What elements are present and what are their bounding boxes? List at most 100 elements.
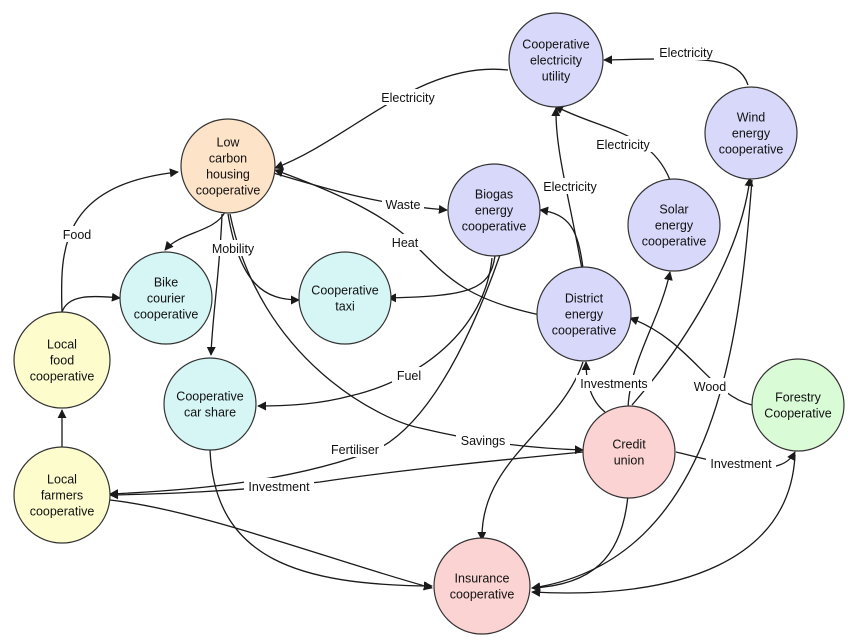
label-investment-farmers: Investment <box>248 480 310 494</box>
label-electricity-solar: Electricity <box>596 138 650 152</box>
label-mobility: Mobility <box>212 242 255 256</box>
edge-electricity-wind-to-utility <box>603 55 749 86</box>
edge-district-to-insurance <box>477 361 584 541</box>
edge-wood-forestry-to-district <box>629 316 753 406</box>
label-food: Food <box>63 228 92 242</box>
node-label-line: Local <box>47 473 77 487</box>
node-label-line: farmers <box>41 489 83 503</box>
edge-forestry-to-insurance <box>531 454 796 597</box>
label-waste: Waste <box>386 198 421 212</box>
node-label-line: food <box>50 354 74 368</box>
node-cooperative-car-share: Cooperative car share <box>163 357 257 451</box>
node-label-line: carbon <box>209 152 247 166</box>
node-label-line: housing <box>206 168 250 182</box>
edge-farmers-to-insurance <box>109 499 433 591</box>
node-low-carbon-housing: Low carbon housing cooperative <box>180 118 276 214</box>
node-label-line: car share <box>184 406 236 420</box>
node-solar-energy: Solar energy cooperative <box>627 178 721 272</box>
edge-carshare-to-insurance <box>209 449 433 591</box>
edge-electricity-district-to-biogas <box>539 206 584 269</box>
nodes: Low carbon housing cooperative Cooperative e… <box>13 12 845 635</box>
edge-electricity-utility-to-housing <box>274 68 509 170</box>
node-insurance: Insurance cooperative <box>433 537 531 635</box>
node-label-line: union <box>614 454 645 468</box>
node-label-line: energy <box>655 219 694 233</box>
node-label-line: Cooperative <box>176 390 243 404</box>
label-electricity-wind: Electricity <box>659 46 713 60</box>
node-cooperative-taxi: Cooperative taxi <box>298 251 392 345</box>
node-label-line: energy <box>732 127 771 141</box>
node-label-line: energy <box>475 204 514 218</box>
edge-localfood-to-bike <box>61 292 121 313</box>
edge-mobility-housing-to-taxi <box>227 213 300 305</box>
node-label-line: Solar <box>659 203 688 217</box>
node-local-food: Local food cooperative <box>13 311 111 409</box>
node-label-line: Cooperative <box>764 407 831 421</box>
node-label-line: cooperative <box>642 235 707 249</box>
label-wood: Wood <box>694 380 726 394</box>
node-local-farmers: Local farmers cooperative <box>13 446 111 544</box>
node-label-line: energy <box>565 308 604 322</box>
node-label-line: cooperative <box>552 324 617 338</box>
node-label-line: Cooperative <box>311 284 378 298</box>
node-label-line: courier <box>147 292 185 306</box>
node-label-line: Wind <box>737 111 766 125</box>
node-label-line: Biogas <box>475 188 513 202</box>
node-label-line: cooperative <box>196 184 261 198</box>
label-fertiliser: Fertiliser <box>331 443 379 457</box>
node-label-line: Forestry <box>775 391 822 405</box>
label-electricity-district: Electricity <box>543 180 597 194</box>
edge-credit-to-insurance <box>531 494 629 593</box>
node-label-line: cooperative <box>30 505 95 519</box>
node-wind-energy: Wind energy cooperative <box>704 86 798 180</box>
node-label-line: cooperative <box>450 588 515 602</box>
node-label-line: cooperative <box>30 370 95 384</box>
label-electricity-utility: Electricity <box>381 91 435 105</box>
edges <box>57 55 796 597</box>
label-investment-forestry: Investment <box>710 457 772 471</box>
node-label-line: taxi <box>335 300 354 314</box>
node-label-line: Bike <box>154 276 178 290</box>
node-label-line: Local <box>47 338 77 352</box>
node-label-line: Low <box>217 136 241 150</box>
node-label-line: Credit <box>612 438 646 452</box>
edge-biogas-to-taxi <box>387 255 496 303</box>
edge-credit-to-solar <box>627 271 673 409</box>
node-label-line: utility <box>542 70 571 84</box>
edge-mobility-housing-to-carshare <box>206 213 223 356</box>
edge-labels: Electricity Electricity Electricity Elec… <box>58 44 776 494</box>
node-label-line: electricity <box>530 54 583 68</box>
edge-savings-housing-to-credit <box>229 213 584 455</box>
label-investments: Investments <box>580 377 647 391</box>
node-label-line: cooperative <box>134 308 199 322</box>
label-fuel: Fuel <box>397 369 421 383</box>
edge-investment-credit-to-farmers <box>109 451 584 500</box>
label-savings: Savings <box>461 434 505 448</box>
node-label-line: District <box>565 292 604 306</box>
edge-fuel-biogas-to-carshare <box>257 257 493 411</box>
edge-wind-to-insurance <box>531 179 753 592</box>
edge-food-localfood-to-housing <box>60 168 179 313</box>
edge-electricity-solar-to-utility <box>554 105 671 181</box>
node-label-line: Insurance <box>455 572 510 586</box>
node-credit-union: Credit union <box>582 405 676 499</box>
node-label-line: cooperative <box>719 143 784 157</box>
node-district-energy: District energy cooperative <box>536 266 632 362</box>
label-heat: Heat <box>392 236 419 250</box>
node-bike-courier: Bike courier cooperative <box>119 251 213 345</box>
